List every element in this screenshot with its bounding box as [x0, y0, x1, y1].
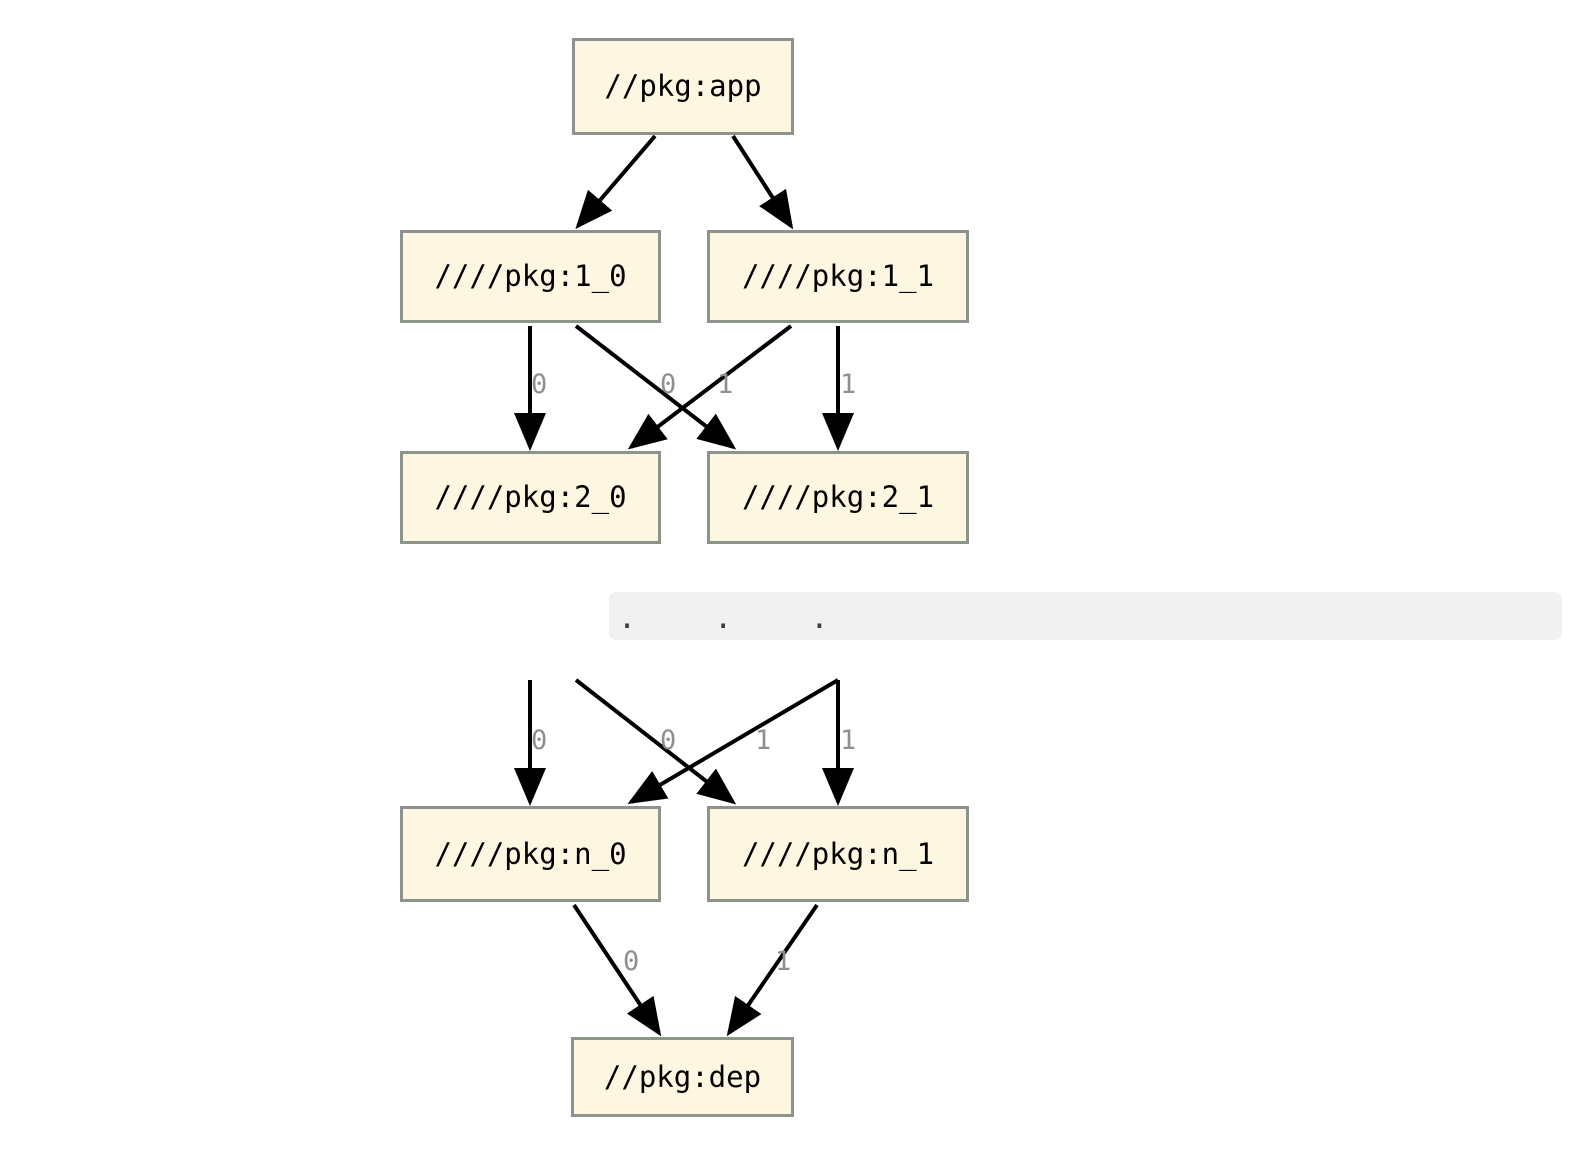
node-label: ////pkg:n_0	[434, 836, 627, 871]
edge-label: 1	[755, 725, 772, 756]
node-l2_0[interactable]: ////pkg:2_0	[400, 451, 661, 544]
edge-label: 1	[775, 946, 792, 977]
ellipsis-band: . . .	[609, 592, 1562, 640]
edge-label: 1	[717, 369, 734, 400]
edge-label: 1	[840, 725, 857, 756]
node-dep[interactable]: //pkg:dep	[571, 1037, 794, 1117]
edge-label: 0	[660, 369, 677, 400]
node-l2_1[interactable]: ////pkg:2_1	[707, 451, 969, 544]
edge-line	[627, 324, 793, 450]
node-ln_1[interactable]: ////pkg:n_1	[707, 806, 969, 902]
edge-label: 1	[840, 369, 857, 400]
node-l1_0[interactable]: ////pkg:1_0	[400, 230, 661, 323]
node-label: ////pkg:2_0	[434, 480, 627, 514]
node-label: ////pkg:n_1	[741, 836, 935, 871]
edge-label: 0	[660, 725, 677, 756]
node-l1_1[interactable]: ////pkg:1_1	[707, 230, 969, 323]
node-app[interactable]: //pkg:app	[572, 38, 794, 135]
node-label: ////pkg:2_1	[741, 480, 935, 514]
node-ln_0[interactable]: ////pkg:n_0	[400, 806, 661, 902]
edge-label: 0	[623, 946, 640, 977]
edge-line	[574, 324, 737, 450]
node-label: ////pkg:1_0	[434, 259, 627, 293]
edge-line	[572, 903, 662, 1037]
node-label: //pkg:dep	[603, 1059, 762, 1094]
edge-line	[731, 134, 794, 230]
node-label: //pkg:app	[604, 69, 762, 103]
ellipsis-dots: . . .	[618, 601, 843, 636]
node-label: ////pkg:1_1	[741, 259, 935, 293]
edge-line	[575, 134, 657, 230]
edge-line	[726, 903, 819, 1037]
edge-label: 0	[531, 725, 548, 756]
edge-label: 0	[531, 369, 548, 400]
edge-line	[574, 678, 737, 805]
